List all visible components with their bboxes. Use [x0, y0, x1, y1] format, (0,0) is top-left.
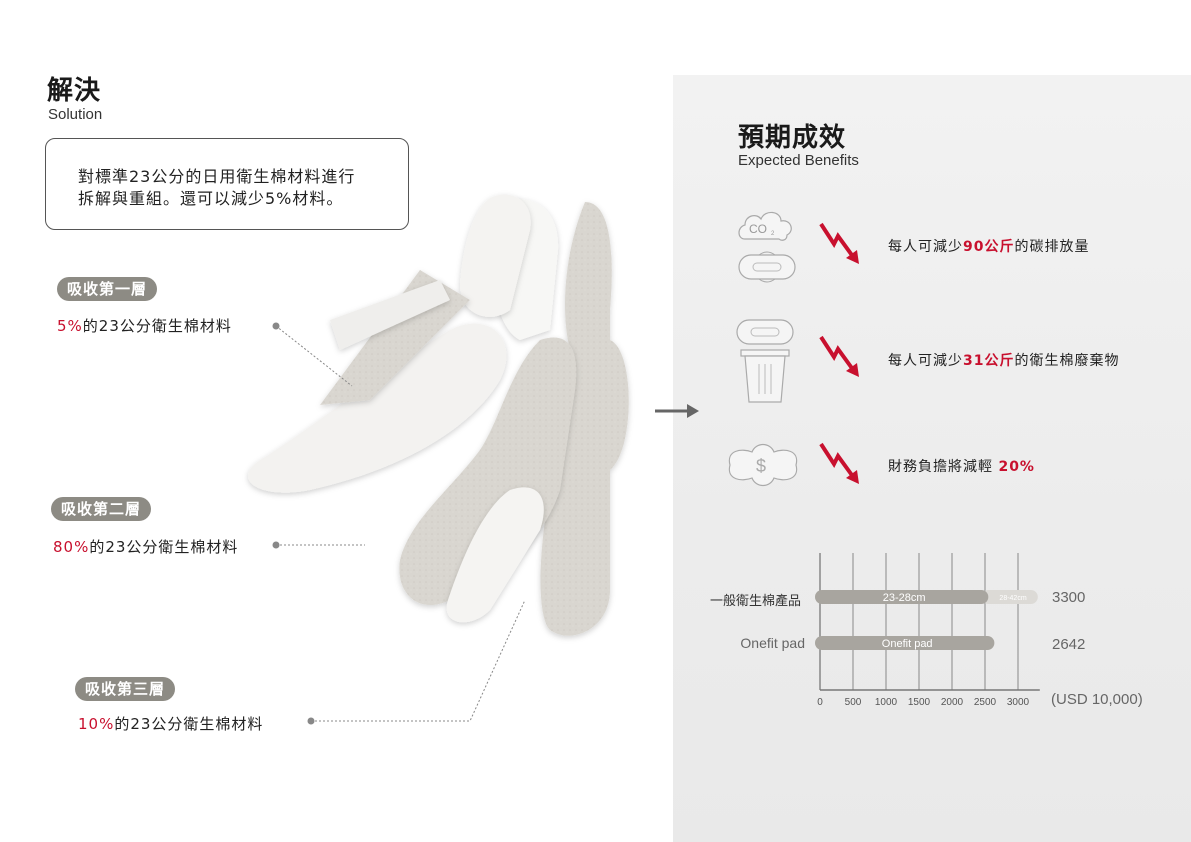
- layer-2-percent: 80%: [53, 538, 90, 556]
- leader-lines: [272, 322, 526, 725]
- benefits-subtitle: Expected Benefits: [738, 152, 859, 169]
- layer-1-percent: 5%: [57, 317, 83, 335]
- co2-subscript: 2: [771, 231, 775, 237]
- value-regular: 3300: [1052, 589, 1086, 606]
- layer-3-percent: 10%: [78, 715, 115, 733]
- description-line-2: 拆解與重組。還可以減少5%材料。: [78, 189, 344, 208]
- benefit-2-highlight: 31公斤: [963, 353, 1015, 369]
- chart-unit-label: (USD 10,000): [1051, 691, 1143, 708]
- exploded-pad-illustration: [248, 194, 629, 636]
- co2-text: CO: [749, 222, 767, 236]
- bar-label-onefit: Onefit pad: [882, 638, 933, 650]
- tick-label-0: 0: [817, 697, 823, 708]
- category-label-regular: 一般衛生棉產品: [709, 594, 801, 609]
- layer-3-desc: 的23公分衛生棉材料: [114, 715, 264, 733]
- benefit-1-highlight: 90公斤: [963, 239, 1015, 255]
- dollar-sign: $: [756, 456, 766, 476]
- pad-layer-top: [460, 194, 531, 317]
- tick-label-1500: 1500: [908, 697, 931, 708]
- layer-2-text: 80%的23公分衛生棉材料: [53, 536, 238, 557]
- bar-label-regular: 23-28cm: [883, 592, 926, 604]
- bar-regular: [815, 590, 989, 604]
- solution-subtitle: Solution: [48, 106, 103, 123]
- leader-line-1: [275, 325, 353, 387]
- benefit-waste-text: 每人可減少31公斤的衛生棉廢棄物: [888, 350, 1119, 370]
- benefit-cost-text: 財務負擔將減輕 20%: [888, 456, 1035, 476]
- benefit-1-post: 的碳排放量: [1014, 239, 1090, 255]
- co2-pad-icon: CO 2: [738, 211, 796, 283]
- tick-label-3000: 3000: [1007, 697, 1030, 708]
- benefit-3-pre: 財務負擔將減輕: [888, 459, 999, 475]
- layer-1-badge: 吸收第一層: [57, 277, 158, 301]
- tick-label-500: 500: [845, 697, 862, 708]
- bar-extension-label: 28-42cm: [999, 595, 1026, 602]
- benefit-3-highlight: 20%: [998, 459, 1035, 475]
- benefit-1-pre: 每人可減少: [888, 239, 963, 255]
- pad-layer-wing: [248, 323, 507, 493]
- right-arrow-icon: [655, 404, 699, 418]
- decrease-arrow-icon-2: [819, 335, 859, 377]
- category-label-onefit: Onefit pad: [740, 635, 805, 651]
- layer-1-text: 5%的23公分衛生棉材料: [57, 315, 232, 336]
- layer-2-desc: 的23公分衛生棉材料: [89, 538, 239, 556]
- solution-title: 解決: [47, 76, 102, 106]
- benefits-title: 預期成效: [738, 123, 847, 153]
- value-onefit: 2642: [1052, 636, 1086, 653]
- tick-label-1000: 1000: [875, 697, 898, 708]
- benefit-2-post: 的衛生棉廢棄物: [1014, 353, 1120, 369]
- decrease-arrow-icon-3: [819, 442, 859, 484]
- pad-trash-icon: [736, 319, 794, 403]
- pad-layer-first-top: [330, 280, 450, 350]
- solution-description-box: 對標準23公分的日用衛生棉材料進行 拆解與重組。還可以減少5%材料。: [45, 138, 409, 230]
- tick-label-2500: 2500: [974, 697, 997, 708]
- description-line-1: 對標準23公分的日用衛生棉材料進行: [78, 167, 356, 186]
- pad-layer-back: [528, 202, 629, 636]
- money-pad-icon: $: [728, 443, 798, 487]
- bar-extension-regular: [981, 590, 1038, 604]
- layer-3-text: 10%的23公分衛生棉材料: [78, 713, 263, 734]
- bar-onefit: [815, 636, 995, 650]
- tick-label-2000: 2000: [941, 697, 964, 708]
- decrease-arrow-icon-1: [819, 222, 859, 264]
- layer-3-badge: 吸收第三層: [75, 677, 176, 701]
- leader-line-3: [311, 599, 526, 722]
- benefit-2-pre: 每人可減少: [888, 353, 963, 369]
- layer-1-desc: 的23公分衛生棉材料: [82, 317, 232, 335]
- pad-layer-bottom: [446, 487, 544, 623]
- benefit-carbon-text: 每人可減少90公斤的碳排放量: [888, 236, 1089, 256]
- layer-2-badge: 吸收第二層: [51, 497, 152, 521]
